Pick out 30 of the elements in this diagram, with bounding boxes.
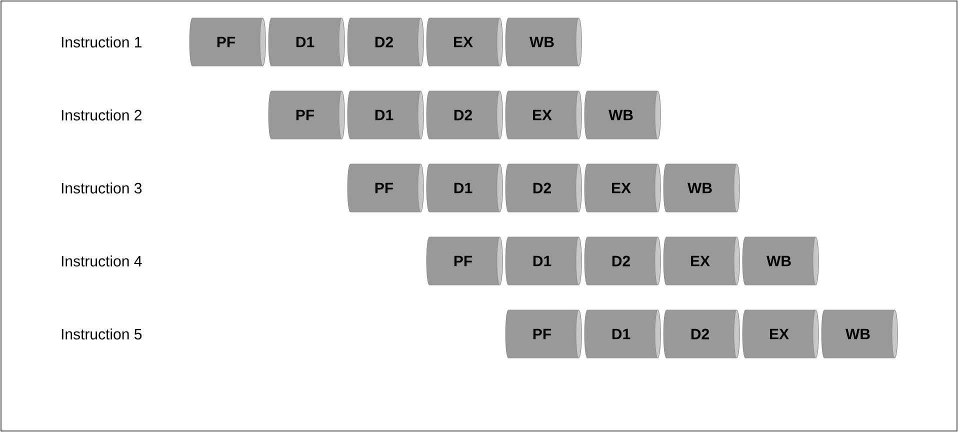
cylinder: D1	[268, 18, 345, 66]
cylinder: WB	[742, 236, 819, 286]
cylinder: PF	[347, 164, 424, 212]
cylinder: D1	[426, 164, 503, 212]
row-label: Instruction 3	[62, 182, 142, 194]
cylinder: PF	[505, 310, 582, 358]
row-label: Instruction 5	[62, 328, 142, 340]
cylinder: D1	[505, 236, 582, 286]
row-label: Instruction 4	[62, 256, 142, 266]
cylinder: PF	[426, 236, 503, 286]
cylinder: PF	[268, 90, 345, 140]
row-label: Instruction 2	[62, 110, 142, 120]
cylinder: D2	[584, 236, 661, 286]
cylinder: D2	[347, 18, 424, 66]
cylinder: D1	[584, 310, 661, 358]
cylinder: WB	[663, 164, 740, 212]
cylinder: D1	[347, 90, 424, 140]
cylinder: EX	[663, 236, 740, 286]
cylinder: WB	[584, 90, 661, 140]
cylinder: D2	[426, 90, 503, 140]
row-label: Instruction 1	[62, 36, 142, 48]
cylinder: EX	[426, 18, 503, 66]
cylinder: EX	[742, 310, 819, 358]
cylinder: WB	[505, 18, 582, 66]
cylinder: D2	[663, 310, 740, 358]
cylinder: EX	[584, 164, 661, 212]
cylinder: PF	[189, 18, 266, 66]
cylinder: WB	[821, 310, 898, 358]
cylinder: D2	[505, 164, 582, 212]
cylinder: EX	[505, 90, 582, 140]
